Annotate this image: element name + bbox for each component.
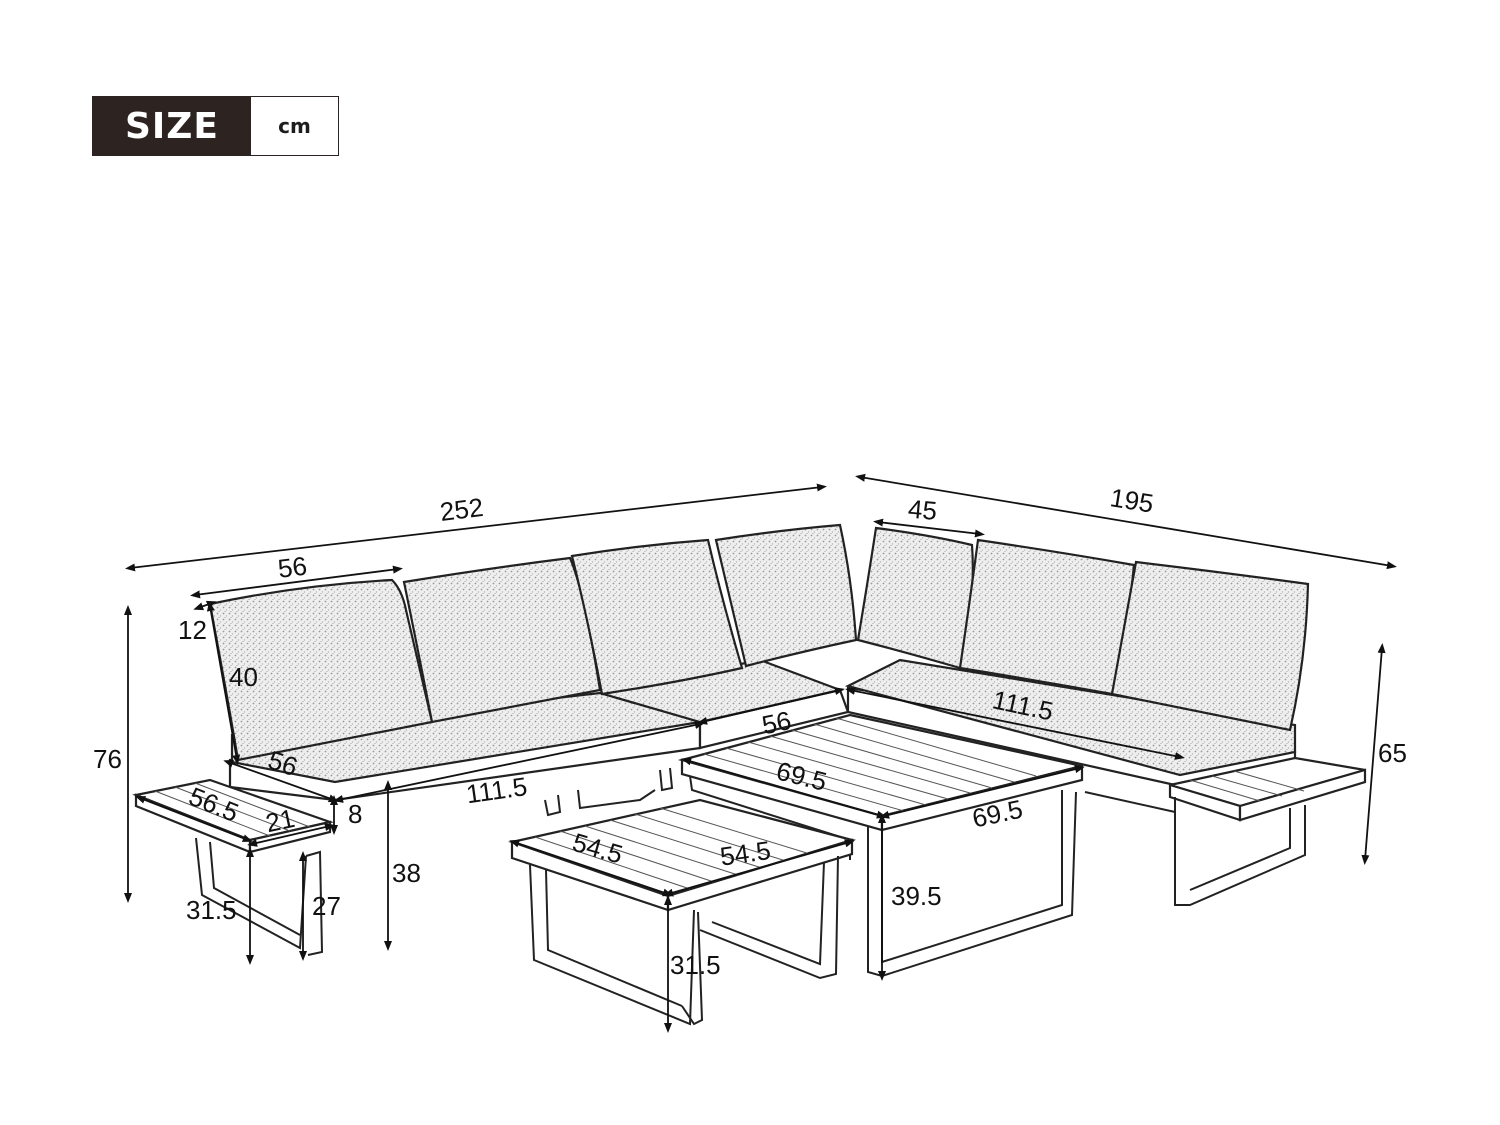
size-badge-unit: cm bbox=[251, 97, 338, 155]
label-seat-height: 38 bbox=[392, 858, 421, 888]
label-overall-height: 76 bbox=[93, 744, 122, 774]
label-back-cushion-width: 56 bbox=[276, 551, 308, 584]
arrow-side-table-depth bbox=[135, 796, 253, 842]
label-large-table-height: 39.5 bbox=[891, 881, 942, 911]
label-back-cushion-thickness: 12 bbox=[178, 615, 207, 645]
label-small-table-depth: 54.5 bbox=[718, 835, 772, 872]
arrow-seat-width-left bbox=[333, 721, 705, 803]
small-coffee-table bbox=[507, 798, 857, 1026]
label-right-back-cushion-width: 45 bbox=[907, 494, 938, 526]
arrow-seat-depth bbox=[223, 759, 339, 803]
right-back-cushion-2 bbox=[958, 538, 1136, 696]
arrow-overall-left-width bbox=[125, 483, 827, 572]
right-sofa-section bbox=[844, 526, 1367, 906]
arrow-back-cushion-width bbox=[190, 565, 403, 599]
label-seat-thickness: 8 bbox=[348, 799, 362, 829]
label-corner-seat-depth: 56 bbox=[759, 705, 794, 740]
size-badge-title: SIZE bbox=[93, 97, 251, 155]
arrow-seat-width-right bbox=[845, 687, 1185, 760]
back-cushion-4 bbox=[714, 523, 858, 668]
back-cushion-3 bbox=[570, 538, 744, 696]
arrow-small-table-depth bbox=[663, 839, 855, 897]
label-side-table-leg-height: 27 bbox=[312, 891, 341, 921]
label-side-table-width: 21 bbox=[263, 803, 298, 838]
dimension-arrows bbox=[124, 473, 1397, 1033]
label-right-height: 65 bbox=[1378, 738, 1407, 768]
label-small-table-height: 31.5 bbox=[670, 950, 721, 980]
label-overall-left-width: 252 bbox=[438, 492, 485, 527]
label-overall-right-width: 195 bbox=[1108, 482, 1156, 518]
label-back-cushion-height: 40 bbox=[229, 662, 258, 692]
arrow-small-table-width bbox=[509, 839, 673, 897]
arrow-right-back-cushion-width bbox=[873, 518, 985, 538]
arrow-large-table-depth bbox=[879, 765, 1085, 819]
arrow-right-height bbox=[1361, 643, 1386, 865]
size-badge: SIZE cm bbox=[92, 96, 339, 156]
label-side-table-height: 31.5 bbox=[186, 895, 237, 925]
right-back-cushion-1 bbox=[856, 526, 974, 670]
arrow-corner-seat-depth bbox=[697, 687, 845, 725]
arrow-back-cushion-height bbox=[206, 601, 241, 765]
arrow-large-table-width bbox=[681, 757, 887, 819]
arrow-overall-right-width bbox=[855, 473, 1397, 570]
arrow-side-table-width bbox=[247, 823, 335, 847]
